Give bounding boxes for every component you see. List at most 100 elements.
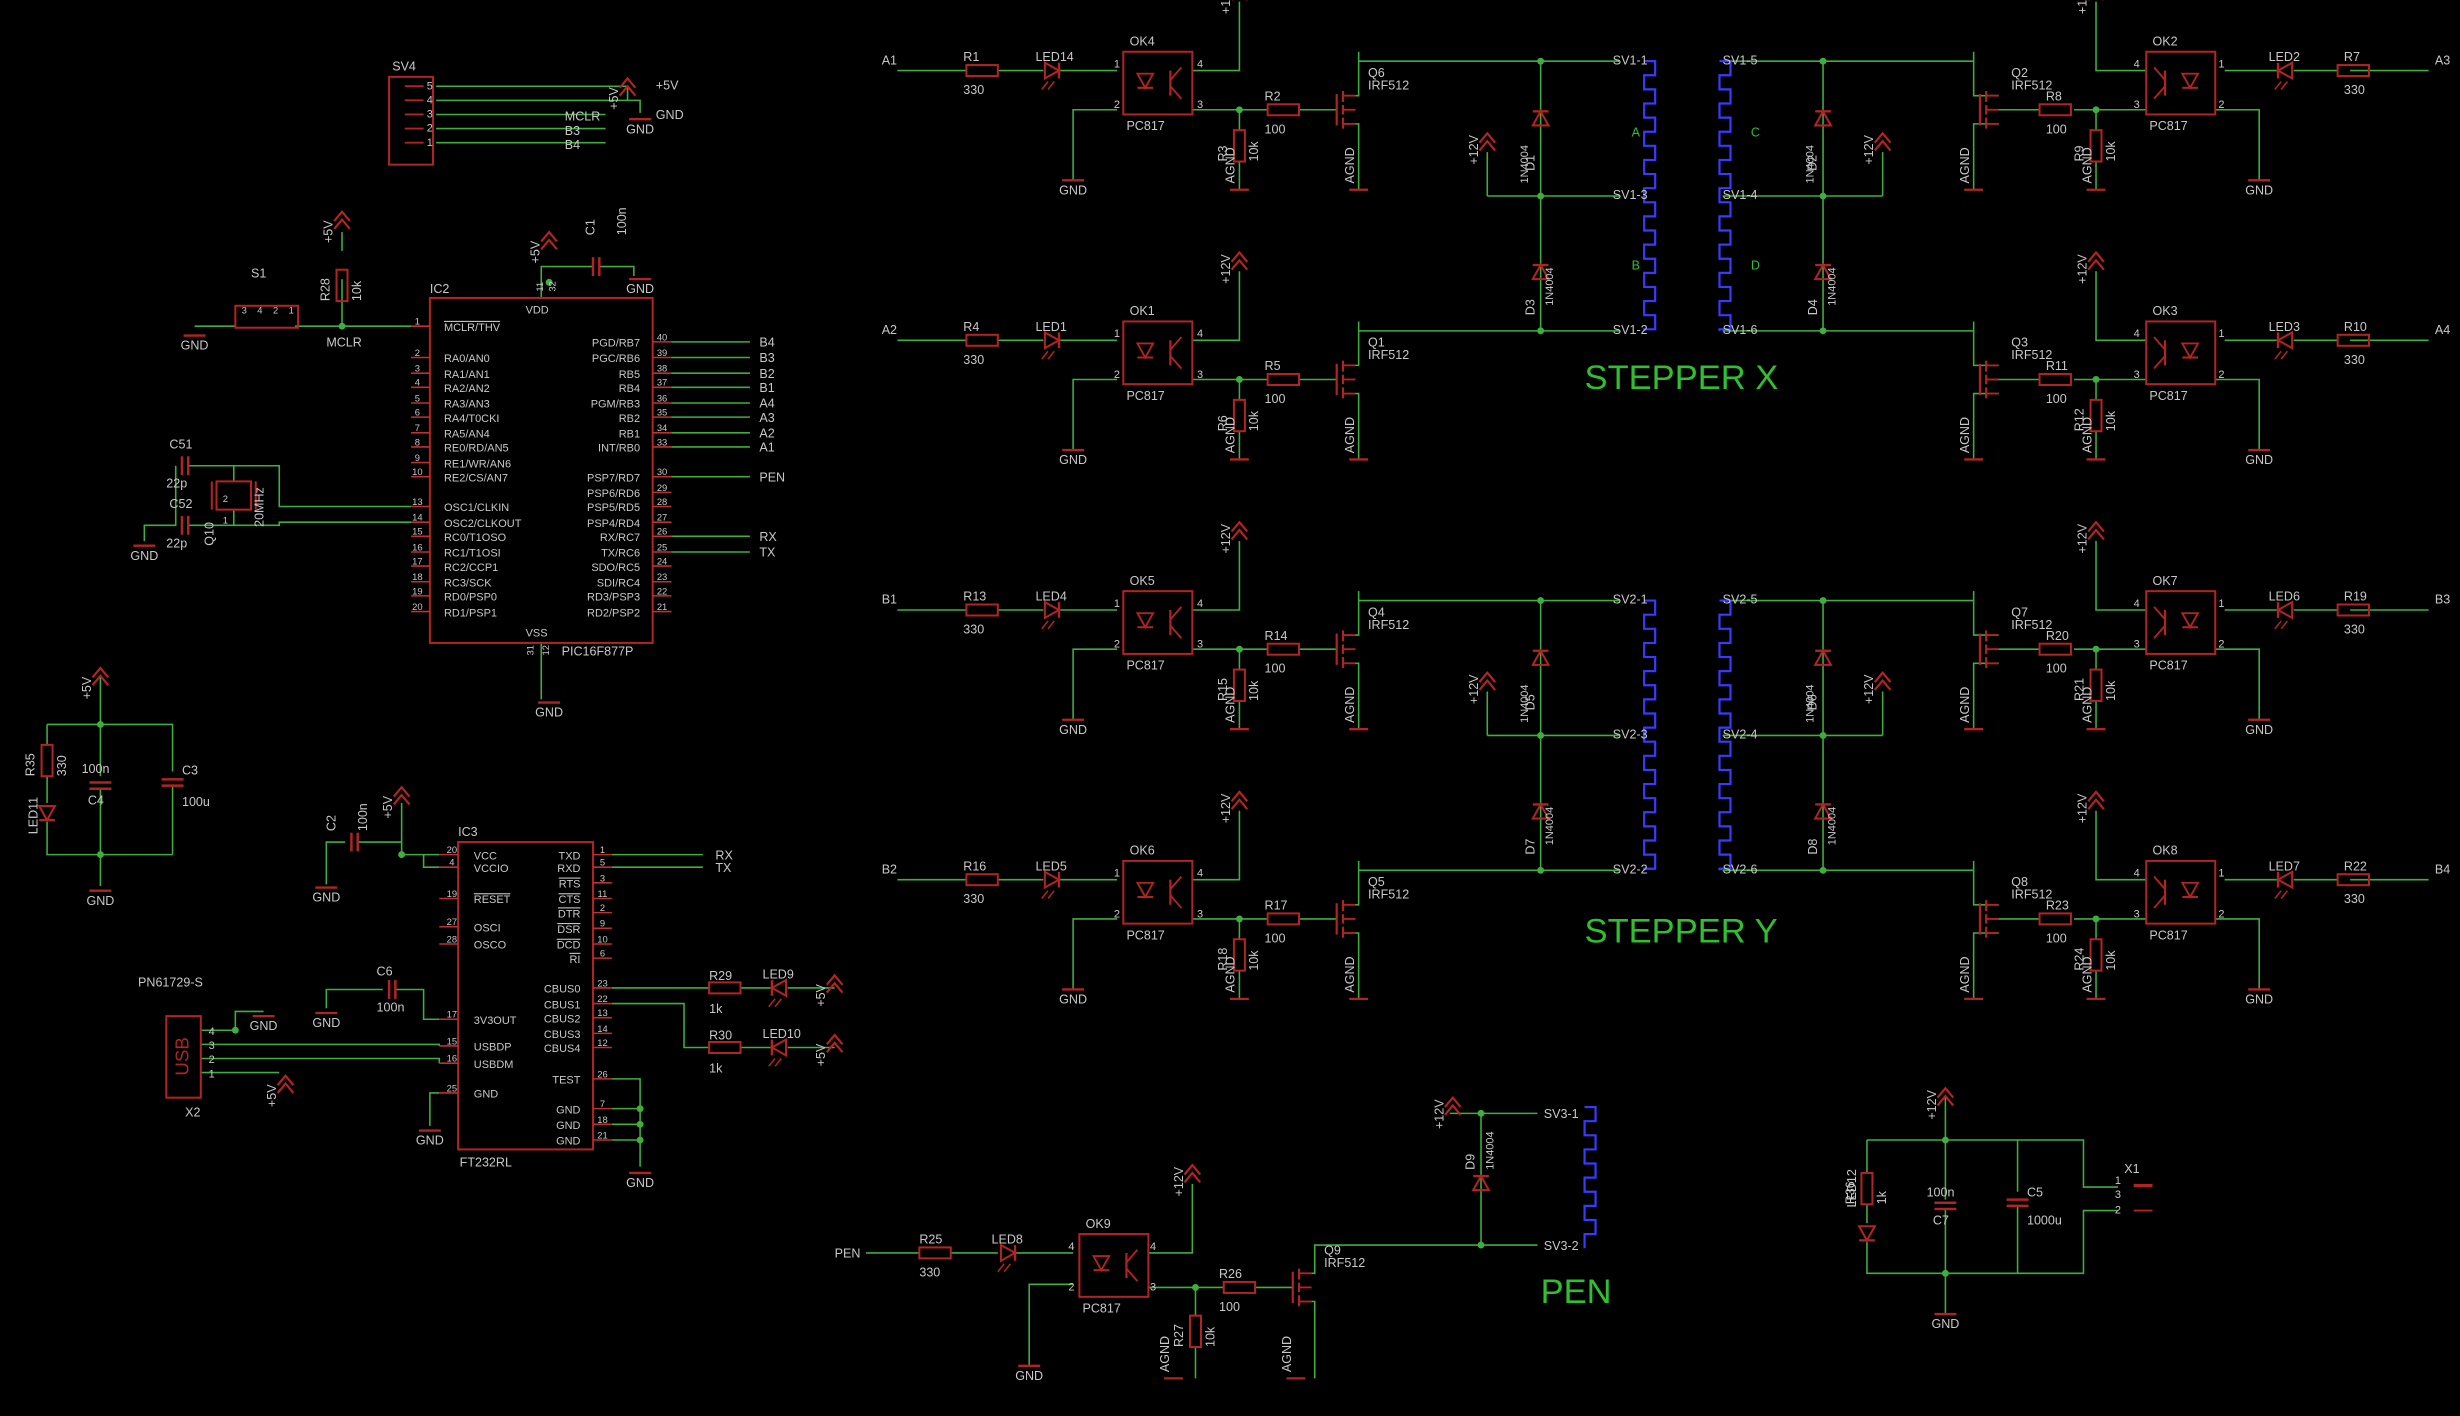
supply-label: +12V: [1219, 0, 1233, 14]
opto-transistor: [1169, 85, 1183, 100]
resistor-name: R16: [963, 859, 986, 873]
resistor: [40, 743, 54, 778]
pin-number: 38: [657, 363, 667, 374]
supply-arrow: [618, 84, 637, 97]
led-name: LED2: [2269, 50, 2300, 64]
junction: [231, 1026, 239, 1034]
opto-transistor: [1125, 1267, 1139, 1282]
led-ray: [1047, 890, 1055, 900]
pin-number: 30: [657, 466, 667, 477]
wire: [1192, 1, 1241, 72]
wire: [1072, 648, 1118, 720]
wire: [200, 1010, 264, 1032]
resistor-name: R15: [1216, 678, 1230, 701]
pin-number: 10: [597, 933, 607, 944]
agnd-label: AGND: [1280, 1336, 1294, 1372]
resistor-value: 330: [963, 623, 984, 637]
led-symbol: [1043, 870, 1062, 890]
wire: [1355, 392, 1360, 460]
net-label: PEN: [835, 1247, 861, 1261]
led-symbol: [1043, 600, 1062, 620]
connector-pin: SV1-5: [1723, 53, 1758, 67]
supply-arrow: [1873, 678, 1892, 691]
wire: [325, 988, 383, 1009]
resistor-value: 100: [2046, 662, 2067, 676]
pin-number: 4: [2134, 58, 2140, 70]
ic-pin-name: SDO/RC5: [591, 562, 640, 574]
resistor: [1232, 668, 1246, 702]
mosfet-part: IRF512: [1368, 888, 1409, 902]
resistor: [918, 1246, 952, 1260]
supply-label: +12V: [1219, 254, 1233, 284]
opto-name: OK6: [1130, 844, 1155, 858]
agnd-label: AGND: [2080, 417, 2094, 453]
diode-symbol: [1531, 648, 1551, 666]
pin-number: 2: [427, 123, 433, 135]
net-label: RX: [715, 848, 733, 862]
net-label: B4: [2435, 862, 2450, 876]
wire: [2095, 1, 2147, 72]
resistor-value: 100: [1265, 662, 1286, 676]
resistor: [2038, 642, 2072, 656]
resistor-value: 10k: [2104, 410, 2118, 431]
ic-pin-name: MCLR/THV: [444, 322, 501, 334]
junction: [636, 1120, 644, 1128]
symbol-layer: [37, 0, 2371, 1380]
resistor-name: R24: [2072, 948, 2086, 971]
ground-label: GND: [1059, 183, 1087, 197]
ground-label: GND: [626, 282, 654, 296]
diode-name: D8: [1806, 839, 1820, 855]
supply-label: +5V: [381, 795, 395, 818]
wire: [2017, 1209, 2118, 1275]
coil-winding: [1583, 1105, 1597, 1249]
pin-number: 29: [657, 482, 667, 493]
agnd-label: AGND: [1958, 417, 1972, 453]
pin-number: 23: [657, 571, 667, 582]
pin-number: 27: [447, 916, 457, 927]
winding-label: B: [1632, 259, 1640, 273]
ic-pin-name: USBDP: [474, 1042, 512, 1054]
winding-label: C: [1751, 125, 1760, 139]
connector-pin: SV2-5: [1723, 593, 1758, 607]
resistor-name: R3: [1216, 145, 1230, 161]
pin-number: 22: [597, 993, 607, 1004]
agnd-label: AGND: [1224, 956, 1238, 992]
led-symbol: [1043, 60, 1062, 81]
opto-transistor: [1169, 336, 1183, 351]
wire: [46, 821, 173, 856]
supply-label: +5V: [265, 1084, 279, 1107]
supply-label: +12V: [1862, 134, 1876, 164]
net-label: TX: [759, 546, 776, 560]
wire: [2215, 378, 2260, 451]
usb-part: PN61729-S: [138, 975, 203, 989]
resistor: [2336, 64, 2371, 78]
diode-name: D3: [1523, 299, 1537, 315]
wire: [599, 265, 635, 276]
led-ray: [768, 1057, 776, 1067]
resistor-value: 100: [1219, 1300, 1240, 1314]
wire: [1028, 1283, 1074, 1366]
pin-number: 3: [1197, 639, 1203, 651]
agnd-label: AGND: [1224, 147, 1238, 183]
capacitor-name: C5: [2027, 1185, 2043, 1199]
led-ray: [1041, 620, 1049, 630]
diode-part: 1N4004: [1485, 1131, 1497, 1169]
ic-pin-name: DSR: [557, 924, 580, 936]
agnd-label: AGND: [1343, 417, 1357, 453]
optocoupler-body: [2145, 50, 2217, 116]
supply-label: +12V: [2076, 0, 2090, 14]
pin-number: 12: [597, 1037, 607, 1048]
resistor-value: 1k: [1875, 1190, 1889, 1204]
capacitor-name: C6: [377, 964, 393, 978]
pin-number: 9: [600, 918, 605, 929]
pin-number: 3: [2115, 1189, 2121, 1201]
resistor: [965, 64, 999, 78]
ic-pin-name: RE1/WR/AN6: [444, 458, 511, 470]
resistor-value: 330: [963, 83, 984, 97]
junction: [545, 278, 553, 286]
agnd-label: AGND: [2080, 687, 2094, 723]
wire: [100, 723, 174, 772]
led-symbol: [1043, 330, 1062, 350]
pin-number: 4: [1197, 598, 1203, 610]
resistor: [965, 603, 999, 617]
